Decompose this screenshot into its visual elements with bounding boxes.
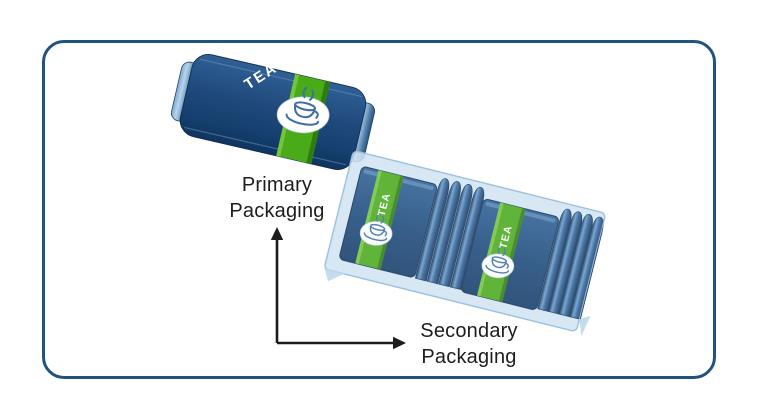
shrink-wrap-outline — [324, 150, 606, 332]
secondary-packaging-label: Secondary Packaging — [420, 320, 518, 368]
wrap-fold-left — [324, 267, 346, 282]
pouch-seam-bottom — [184, 126, 347, 166]
right-arrow-icon — [393, 336, 406, 350]
secondary-package-illustration: TEA — [324, 150, 607, 337]
axis-arrows — [270, 227, 406, 350]
up-arrow-icon — [270, 227, 284, 240]
wrap-fold-right — [579, 315, 591, 337]
pouch-seam-top — [199, 58, 362, 98]
diagram-border-frame — [42, 40, 716, 379]
primary-packaging-label: Primary Packaging — [229, 174, 325, 222]
shrink-wrap-front — [325, 151, 605, 331]
primary-package-illustration: TEA — [170, 53, 376, 171]
